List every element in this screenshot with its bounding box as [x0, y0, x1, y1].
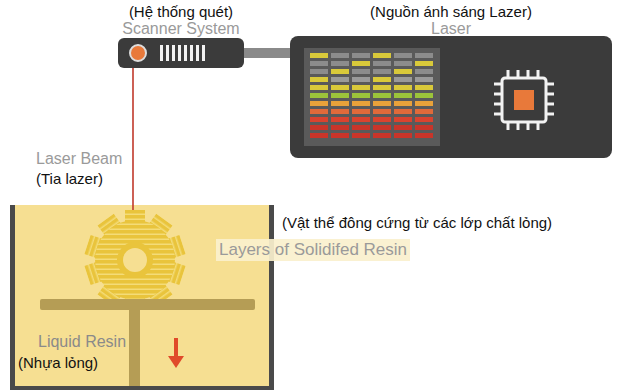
vietnamese-label: (Hệ thống quét): [116, 3, 246, 20]
connector-cable: [244, 48, 290, 58]
gear-hole: [120, 245, 150, 275]
english-label: Liquid Resin: [38, 333, 126, 351]
english-label: Laser Beam: [36, 150, 122, 168]
tank-bottom: [10, 386, 274, 390]
english-label: Scanner System: [116, 20, 246, 38]
laser-level-bars: [310, 53, 433, 138]
vietnamese-label: (Nguồn ánh sáng Lazer): [288, 3, 614, 20]
vietnamese-label: (Nhựa lỏng): [18, 354, 98, 371]
tank-wall: [10, 205, 15, 390]
scanner-system: (Hệ thống quét)Scanner System: [116, 3, 246, 68]
tank-wall: [269, 205, 274, 390]
laser-box: [290, 36, 612, 158]
scanner-vents: [160, 45, 205, 61]
vietnamese-label: (Tia lazer): [36, 170, 103, 187]
english-label: Layers of Solidifed Resin: [216, 239, 410, 261]
scanner-lens: [130, 45, 146, 61]
build-platform: [40, 299, 255, 310]
down-arrow-head: [168, 356, 184, 368]
laser-source: (Nguồn ánh sáng Lazer)Laser: [288, 3, 614, 158]
laser-beam: [132, 68, 134, 214]
platform-post: [129, 310, 140, 386]
chip-core: [514, 90, 534, 110]
solidified-gear: [84, 210, 185, 310]
liquid-resin: [14, 205, 272, 388]
english-label: Laser: [288, 20, 614, 38]
laser-panel: [304, 48, 440, 146]
vietnamese-label: (Vật thể đông cứng từ các lớp chất lỏng): [282, 214, 552, 231]
chip-icon: [494, 70, 554, 130]
scanner-box: [118, 38, 244, 68]
